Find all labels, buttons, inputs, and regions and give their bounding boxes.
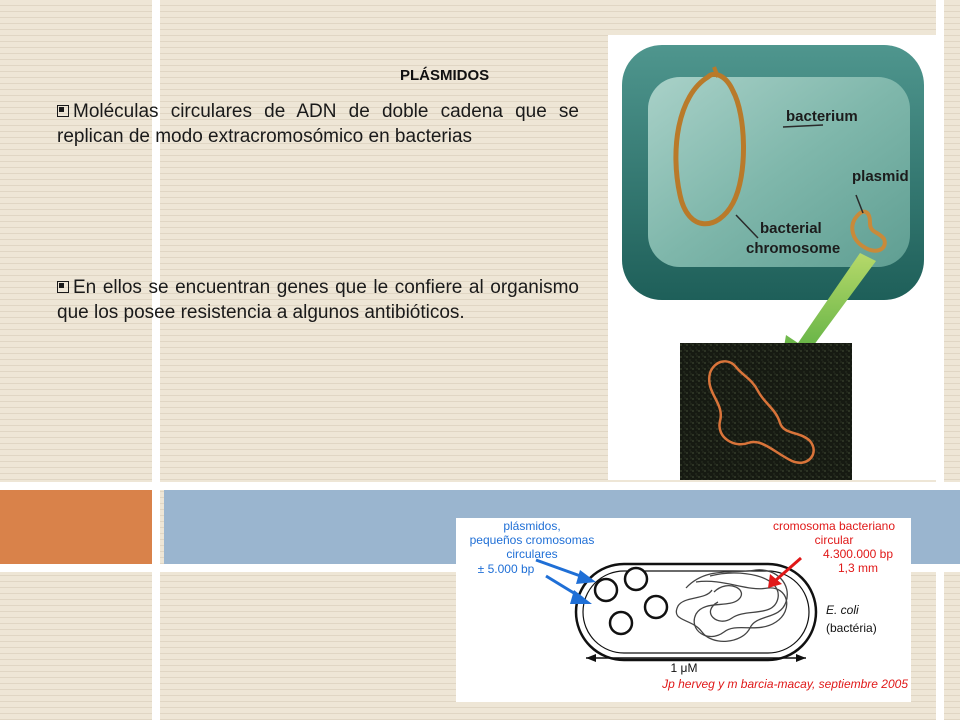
ecoli-diagram: plásmidos, pequeños cromosomas circulare…	[456, 518, 911, 702]
label-chromosome-line2: chromosome	[746, 240, 840, 257]
chromosome-label-line4: 1,3 mm	[838, 561, 878, 575]
checkbox-bullet-icon	[57, 281, 69, 293]
species-note: (bactéria)	[826, 621, 877, 635]
scale-label: 1 μM	[671, 661, 698, 675]
pointer-chromosome	[735, 214, 759, 239]
chromosome-label-line2: circular	[815, 533, 854, 547]
plasmid-arrowhead-2	[570, 590, 592, 604]
slide-title: PLÁSMIDOS	[400, 67, 490, 84]
ecoli-drawing: plásmidos, pequeños cromosomas circulare…	[470, 519, 909, 691]
plasmid-label-line2: pequeños cromosomas	[470, 533, 595, 547]
pointer-plasmid	[855, 194, 864, 214]
chromosome-tangle-2	[693, 580, 788, 638]
bullet-item-2: En ellos se encuentran genes que le conf…	[57, 275, 579, 325]
plasmid-arrow-1	[535, 558, 587, 580]
species-label: E. coli	[826, 603, 859, 617]
plasmid-label-line1: plásmidos,	[503, 519, 560, 533]
chromosome-label-line3: 4.300.000 bp	[823, 547, 893, 561]
label-bacterium: bacterium	[786, 108, 858, 125]
plasmid-circle-1	[593, 577, 619, 603]
bullet-item-1: Moléculas circulares de ADN de doble cad…	[57, 99, 579, 149]
scale-arrow-left	[586, 654, 596, 662]
chromosome-arrowhead	[768, 574, 782, 588]
plasmid-arrowhead-1	[576, 570, 596, 584]
micrograph-image	[680, 343, 852, 480]
plasmid-circle-3	[643, 594, 669, 620]
bullet-text-1: Moléculas circulares de ADN de doble cad…	[57, 101, 579, 147]
bullet-text-2: En ellos se encuentran genes que le conf…	[57, 277, 579, 323]
plasmid-label-line3: circulares	[506, 547, 557, 561]
chromosome-label-line1: cromosoma bacteriano	[773, 519, 895, 533]
chromosome-tangle-3	[709, 572, 779, 622]
plasmid-circle-4	[608, 610, 634, 636]
vertical-divider-left	[152, 0, 160, 720]
scale-arrow-right	[796, 654, 806, 662]
pointer-bacterium	[782, 124, 824, 128]
accent-block-orange	[0, 490, 152, 564]
bacterial-chromosome	[673, 71, 746, 227]
bacterium-drawing: bacterium plasmid bacterial chromosome	[622, 45, 924, 383]
checkbox-bullet-icon	[57, 105, 69, 117]
label-plasmid: plasmid	[852, 168, 909, 185]
horizontal-divider-top	[0, 482, 960, 490]
cell-membrane	[582, 570, 810, 654]
credit-label: Jp herveg y m barcia-macay, septiembre 2…	[661, 677, 908, 691]
plasmid-loop	[850, 209, 887, 253]
chromosome-arrow	[775, 556, 802, 582]
plasmid-label-line4: ± 5.000 bp	[478, 562, 535, 576]
micrograph-background	[680, 343, 852, 480]
plasmid-strand	[707, 360, 815, 464]
plasmid-micrograph	[680, 343, 852, 480]
bacterium-illustration: bacterium plasmid bacterial chromosome	[608, 35, 941, 480]
label-chromosome-line1: bacterial	[760, 220, 822, 237]
chromosome-tail	[712, 66, 720, 78]
plasmid-circle-2	[623, 566, 649, 592]
